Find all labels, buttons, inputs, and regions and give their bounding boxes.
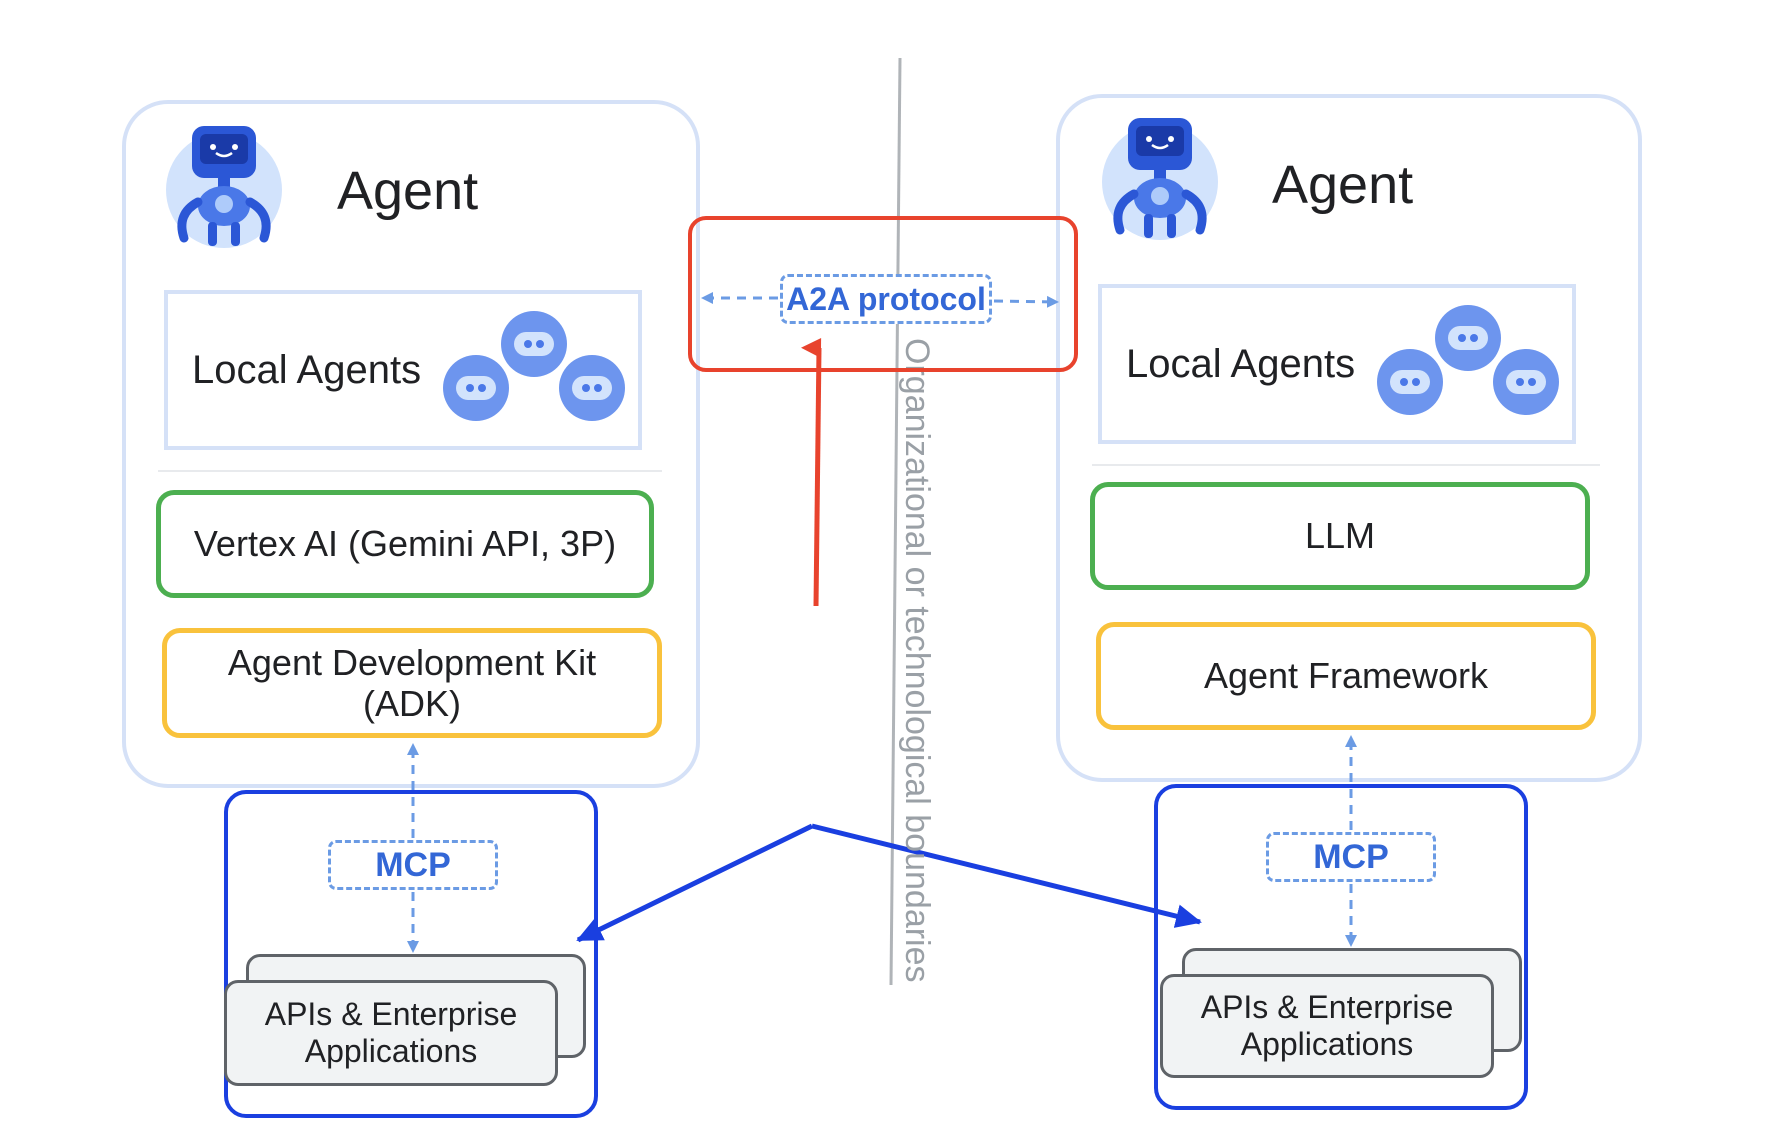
left-apis-line2: Applications (304, 1033, 478, 1069)
right-agent-title: Agent (1272, 155, 1414, 215)
left-framework-layer-line2: (ADK) (363, 683, 461, 724)
right-framework-layer-label: Agent Framework (1203, 655, 1489, 697)
robot-head-cluster-icon (1377, 305, 1559, 415)
robot-head-cluster-icon (443, 311, 625, 421)
right-model-layer-label: LLM (1304, 515, 1376, 557)
boundary-label: Organizational or technological boundari… (898, 338, 936, 983)
left-model-layer-label: Vertex AI (Gemini API, 3P) (193, 523, 617, 565)
a2a-protocol-label: A2A protocol (786, 280, 986, 317)
right-mcp-label: MCP (1313, 837, 1389, 876)
right-local-agents-box (1098, 284, 1576, 444)
a2a-protocol-tag: A2A protocol (780, 274, 992, 324)
left-apis-line1: APIs & Enterprise (264, 996, 518, 1033)
right-apis-line2: Applications (1240, 1026, 1414, 1062)
left-framework-layer: Agent Development Kit (ADK) (162, 628, 662, 738)
left-agent-title: Agent (337, 161, 479, 221)
right-mcp-tag: MCP (1266, 832, 1436, 882)
a2a-highlight-frame (688, 216, 1078, 372)
left-framework-layer-line1: Agent Development Kit (227, 641, 597, 683)
right-model-layer: LLM (1090, 482, 1590, 590)
left-mcp-tag: MCP (328, 840, 498, 890)
left-apis-card: APIs & Enterprise Applications (224, 980, 558, 1086)
left-local-agents-label: Local Agents (192, 348, 422, 392)
left-local-agents-box (164, 290, 642, 450)
right-agent-divider (1092, 464, 1600, 466)
right-framework-layer: Agent Framework (1096, 622, 1596, 730)
blue-arrow-left (576, 823, 814, 943)
right-apis-card: APIs & Enterprise Applications (1160, 974, 1494, 1078)
blue-arrow-right (811, 823, 1202, 928)
right-local-agents-label: Local Agents (1126, 342, 1356, 386)
right-apis-line1: APIs & Enterprise (1200, 989, 1454, 1026)
red-pointer-arrow (801, 338, 822, 607)
left-agent-divider (158, 470, 662, 472)
left-mcp-label: MCP (375, 845, 451, 884)
left-model-layer: Vertex AI (Gemini API, 3P) (156, 490, 654, 598)
robot-agent-icon (166, 126, 282, 248)
robot-agent-icon (1102, 118, 1218, 240)
